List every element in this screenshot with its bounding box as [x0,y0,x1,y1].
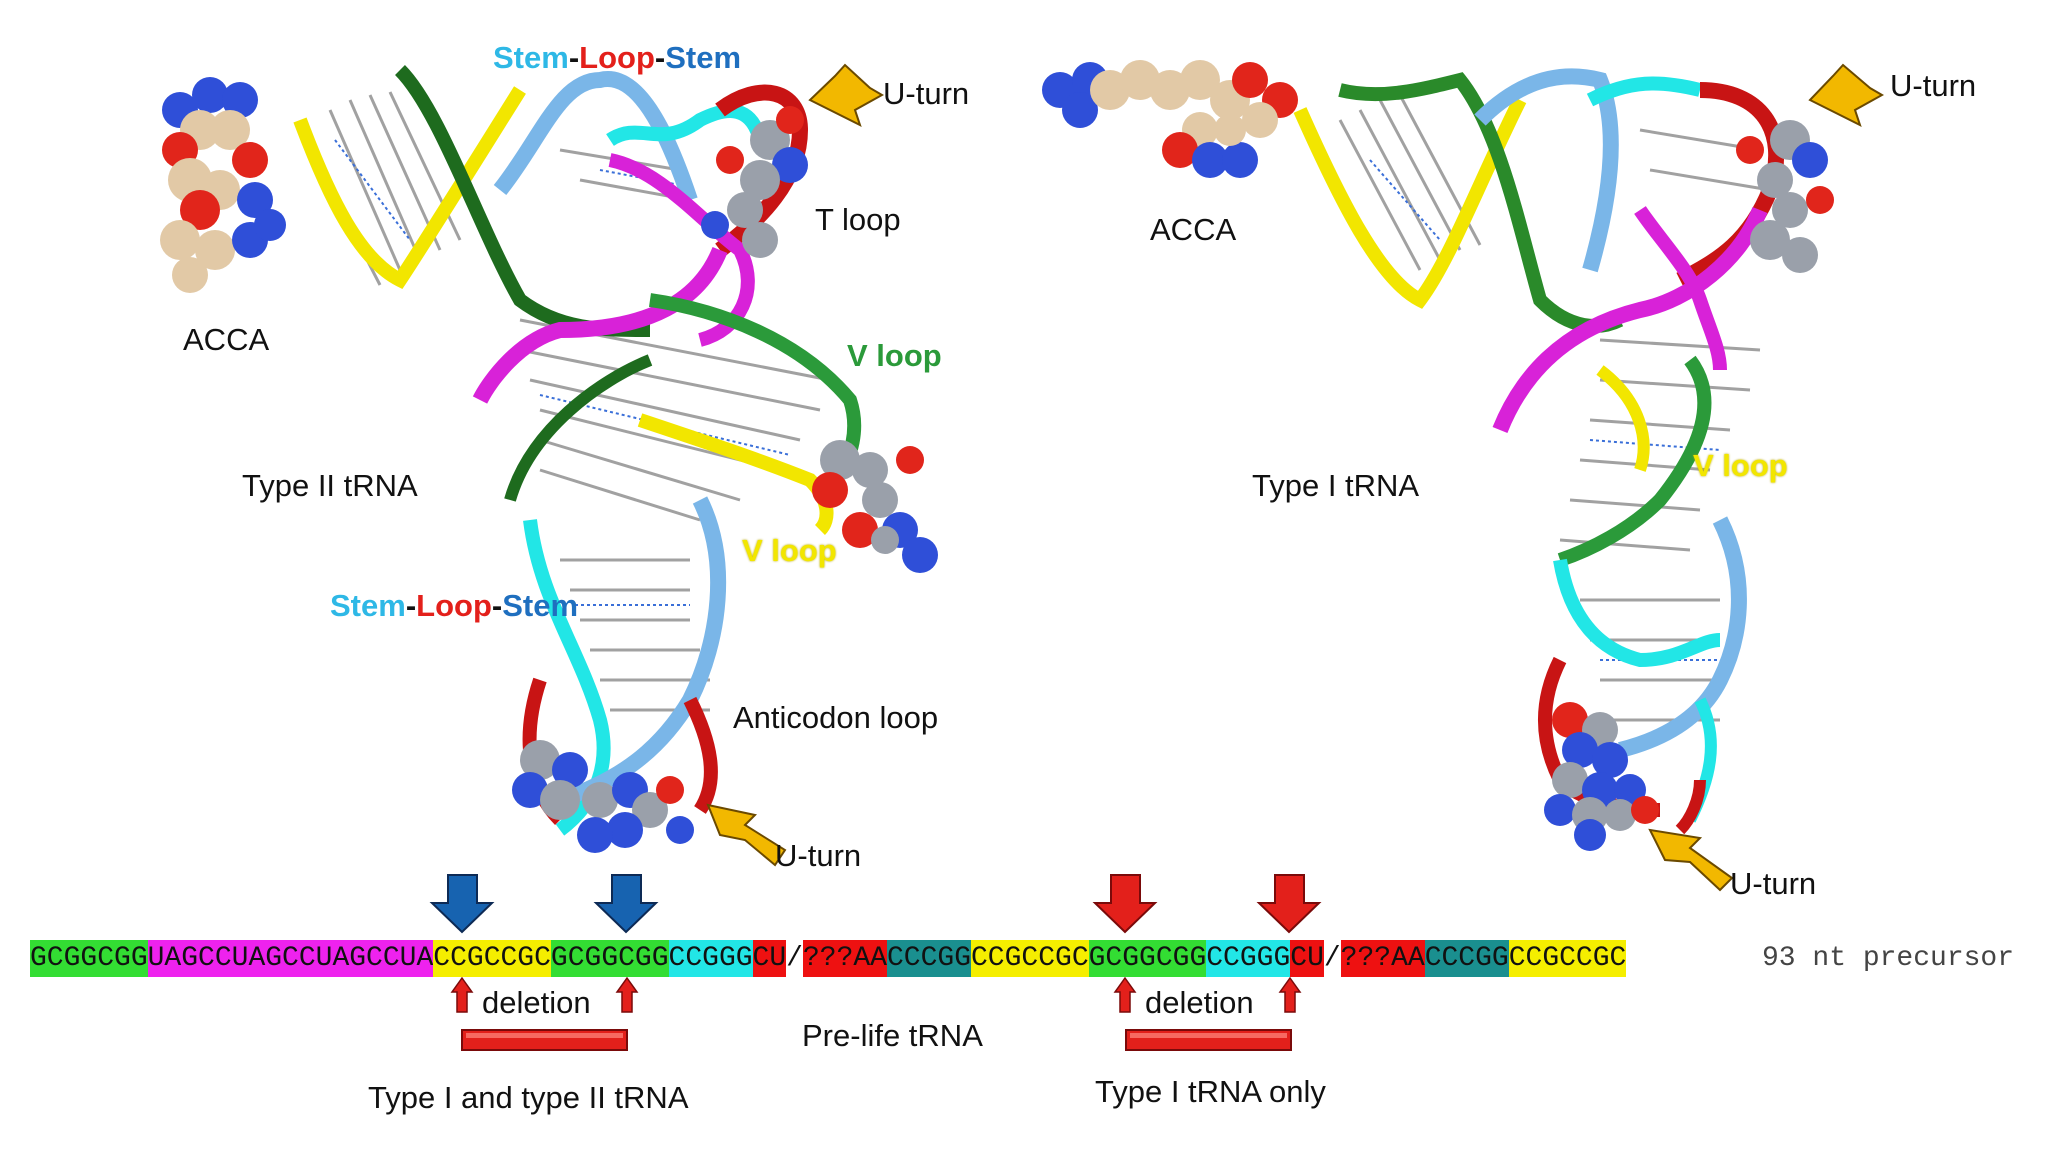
seq-segment: CU [752,940,787,977]
seq-segment: CCCGG [1424,940,1509,977]
deletion-up-arrow-4 [1278,976,1302,1013]
seq-segment: CCGGG [668,940,753,977]
seq-segment: CCGCCGC [1508,940,1627,977]
right-v-loop-yellow-label: V loop [1693,448,1788,483]
red-cut-arrow-2 [1256,874,1322,934]
dash-text: - [405,588,417,623]
left-u-turn-bottom-label: U-turn [775,838,862,873]
dash-text: - [491,588,503,623]
type-both-label: Type I and type II tRNA [368,1080,689,1115]
right-u-turn-bottom-label: U-turn [1730,866,1817,901]
right-acca-label: ACCA [1150,212,1237,247]
deletion-up-arrow-3 [1113,976,1137,1013]
stem-text: Stem [665,40,742,75]
left-v-loop-green-label: V loop [847,338,942,373]
dash-text: - [654,40,666,75]
u-turn-arrow-right-top [1808,63,1885,127]
stem-text: Stem [330,588,406,623]
stem-loop-stem-label-bottom: Stem-Loop-Stem [330,588,578,624]
loop-text: Loop [416,588,492,623]
precursor-length-label: 93 nt precursor [1762,943,2015,974]
seq-segment: GCGGCGG [1088,940,1207,977]
dash-text: - [568,40,580,75]
seq-segment: ???AA [1340,940,1425,977]
u-turn-arrow-left-bottom [706,803,787,867]
u-turn-arrow-right-bottom [1648,828,1734,892]
seq-segment: CCGGG [1206,940,1291,977]
type-i-trna-structure [1042,60,1834,851]
right-type-label: Type I tRNA [1252,468,1420,503]
stem-loop-stem-label-top: Stem-Loop-Stem [493,40,741,76]
seq-segment: CCCGG [886,940,971,977]
left-v-loop-yellow-label: V loop [742,533,837,568]
blue-cut-arrow-2 [593,874,659,934]
seq-segment: CU [1290,940,1324,977]
seq-segment: GCGGCGG [550,940,669,977]
u-turn-arrow-left-top [808,63,885,127]
anticodon-loop-label: Anticodon loop [733,700,939,735]
left-acca-label: ACCA [183,322,270,357]
seq-segment: CCGCCGC [433,940,551,977]
stem-text: Stem [502,588,579,623]
blue-cut-arrow-1 [429,874,495,934]
type-ii-trna-structure [160,65,938,853]
red-cut-arrow-1 [1092,874,1158,934]
left-type-label: Type II tRNA [242,468,418,503]
left-u-turn-top-label: U-turn [883,76,970,111]
seq-segment: CCGCCGC [971,940,1089,977]
stem-text: Stem [493,40,569,75]
deletion-up-arrow-1 [450,976,474,1013]
right-u-turn-top-label: U-turn [1890,68,1977,103]
seq-segment: GCGGCGG [30,940,148,977]
deletion-label-left: deletion [482,985,591,1020]
loop-text: Loop [579,40,655,75]
deletion-up-arrow-2 [615,976,639,1013]
deletion-label-right: deletion [1145,985,1254,1020]
left-t-loop-label: T loop [815,202,901,237]
seq-separator: / [1323,940,1341,977]
seq-separator: / [786,940,803,977]
seq-segment: UAGCCUAGCCUAGCCUA [147,940,434,977]
pre-life-trna-label: Pre-life tRNA [802,1018,983,1053]
seq-segment: ???AA [802,940,887,977]
type-one-only-label: Type I tRNA only [1095,1074,1326,1109]
precursor-sequence: GCGGCGG UAGCCUAGCCUAGCCUA CCGCCGC GCGGCG… [30,940,1627,977]
